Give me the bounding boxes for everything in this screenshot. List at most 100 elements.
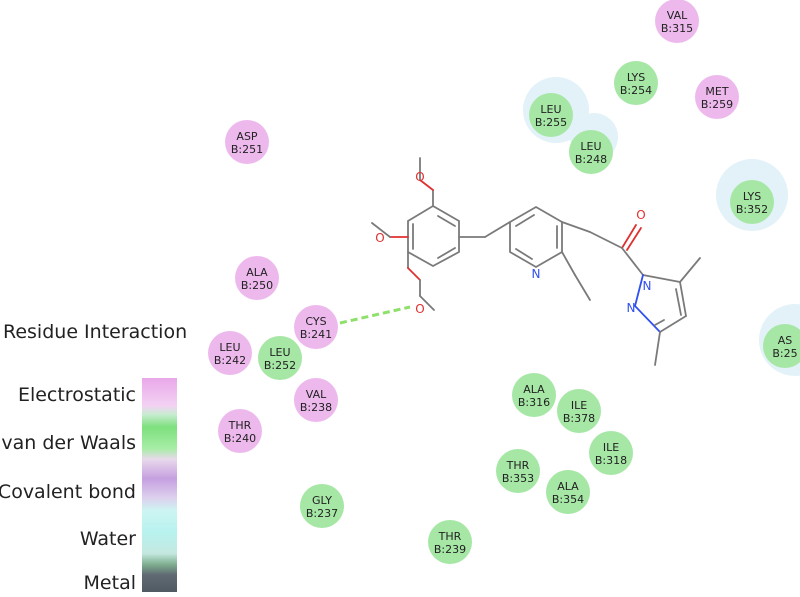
residue-name: LEU <box>269 346 290 359</box>
residue-id: B:25 <box>772 347 797 360</box>
carbonyl-bond <box>626 227 642 251</box>
methyl-bond <box>679 257 701 283</box>
residue-id: B:254 <box>620 84 652 97</box>
atom-oxygen-label: O <box>415 302 424 316</box>
residue-id: B:318 <box>595 454 627 467</box>
residue-id: B:352 <box>736 203 768 216</box>
pyridine-double-bond <box>515 248 533 260</box>
residue-name: THR <box>506 459 530 472</box>
pyrazole-bond <box>642 274 681 283</box>
residue-circle <box>294 305 338 349</box>
atom-nitrogen-label: N <box>532 267 541 281</box>
residue-name: AS <box>778 334 793 347</box>
residue-node[interactable]: ASB:25 <box>763 324 800 368</box>
pyrazole-bond <box>634 305 661 333</box>
legend-label-covalent: Covalent bond <box>0 481 136 503</box>
residue-circle <box>730 180 774 224</box>
pyridine-ring <box>509 205 563 269</box>
residue-name: ALA <box>557 480 579 493</box>
residue-name: VAL <box>667 9 688 22</box>
residue-name: LEU <box>219 341 240 354</box>
residue-name: ILE <box>603 441 619 454</box>
residue-circle <box>529 93 573 137</box>
carbonyl-bond <box>621 224 637 249</box>
residue-id: B:315 <box>661 22 693 35</box>
residue-circle <box>512 373 556 417</box>
residue-name: ILE <box>571 399 587 412</box>
residue-circle <box>569 130 613 174</box>
legend-label-water: Water <box>79 528 136 550</box>
residue-name: VAL <box>306 388 327 401</box>
residue-circle <box>614 61 658 105</box>
methyl-bond <box>654 331 661 366</box>
pyrazole-double-bond <box>675 288 682 316</box>
legend-color-bar <box>142 378 177 592</box>
legend-label-electrostatic: Electrostatic <box>17 384 136 406</box>
pyrazole-bond <box>679 281 687 317</box>
residue-circle <box>428 520 472 564</box>
legend-label-metal: Metal <box>83 572 136 594</box>
benzene-ring <box>407 204 460 268</box>
benzene-double-bond <box>437 247 456 259</box>
legend-title: Residue Interaction <box>3 321 188 343</box>
residue-circle <box>235 256 279 300</box>
amide-bond <box>621 247 644 276</box>
residue-circle <box>258 336 302 380</box>
pyrazole-bond <box>659 315 687 333</box>
biaryl-bond <box>484 221 511 238</box>
residue-id: B:250 <box>241 279 273 292</box>
pyrazole-double-bond <box>654 319 665 326</box>
residue-id: B:239 <box>434 543 466 556</box>
hydrogen-bond-line <box>339 305 411 325</box>
atom-nitrogen-label: N <box>627 301 636 315</box>
residue-id: B:242 <box>214 354 246 367</box>
residue-id: B:354 <box>552 493 584 506</box>
residue-id: B:238 <box>300 401 332 414</box>
residue-name: LYS <box>743 190 761 203</box>
residue-id: B:255 <box>535 116 567 129</box>
residue-name: THR <box>438 530 462 543</box>
carbonyl-bond <box>589 231 623 249</box>
residue-id: B:316 <box>518 396 550 409</box>
methoxy-bond <box>407 267 421 281</box>
residue-id: B:248 <box>575 153 607 166</box>
residue-name: LEU <box>540 103 561 116</box>
residue-circle <box>294 378 338 422</box>
residue-id: B:252 <box>264 359 296 372</box>
residue-id: B:251 <box>231 143 263 156</box>
residue-name: CYS <box>305 315 326 328</box>
methoxy-bond <box>419 295 435 311</box>
residue-name: ALA <box>246 266 268 279</box>
residue-circle <box>218 409 262 453</box>
residue-circle <box>557 389 601 433</box>
residue-id: B:237 <box>306 507 338 520</box>
residue-circle <box>546 470 590 514</box>
residue-circle <box>589 431 633 475</box>
residue-circle <box>208 331 252 375</box>
residue-circle <box>763 324 800 368</box>
residue-name: MET <box>705 85 728 98</box>
